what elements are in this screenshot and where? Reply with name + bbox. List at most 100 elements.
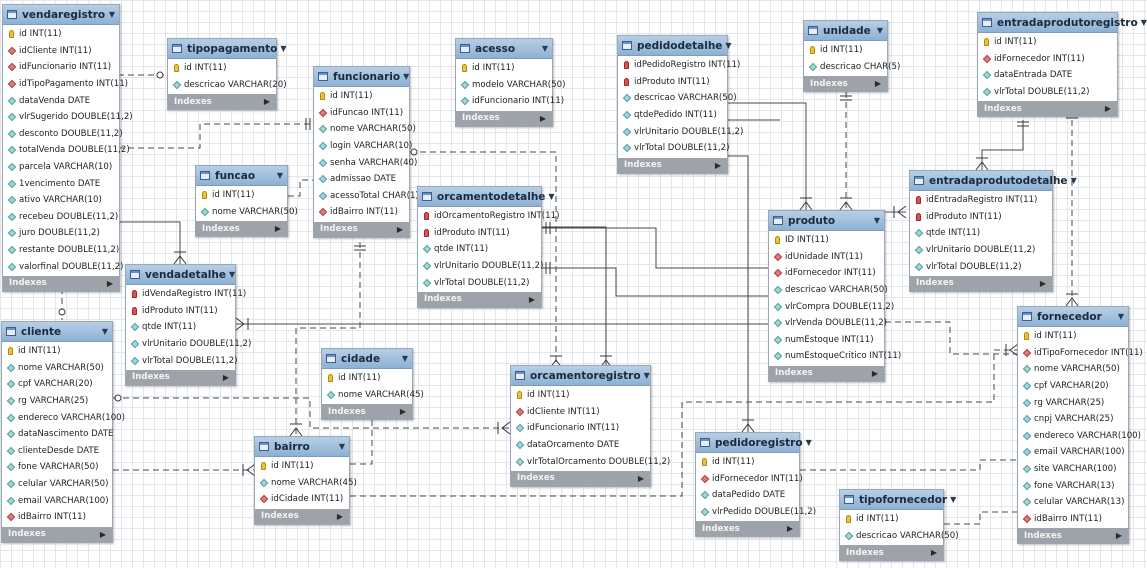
table-header[interactable]: tipofornecedor▼ [840,490,956,510]
column-row[interactable]: idProduto INT(11) [618,74,727,91]
column-row[interactable]: id INT(11) [840,511,943,528]
column-row[interactable]: rg VARCHAR(25) [2,393,112,410]
table-tipofornecedor[interactable]: tipofornecedor▼id INT(11)descricao VARCH… [839,489,959,562]
expand-arrow-icon[interactable]: ▶ [874,79,881,89]
table-fornecedor[interactable]: fornecedor▼id INT(11)idTipoFornecedor IN… [1017,306,1143,545]
table-header[interactable]: bairro▼ [255,437,349,457]
column-row[interactable]: idBairro INT(11) [2,509,112,526]
column-row[interactable]: idFuncionario INT(11) [511,420,650,437]
column-row[interactable]: id INT(11) [255,458,349,475]
column-row[interactable]: qtde INT(11) [418,241,541,258]
column-row[interactable]: celular VARCHAR(50) [2,476,112,493]
column-row[interactable]: id INT(11) [2,343,112,360]
collapse-caret-icon[interactable]: ▼ [876,26,883,35]
column-row[interactable]: cnpj VARCHAR(25) [1018,411,1128,428]
table-vendaregistro[interactable]: vendaregistro▼id INT(11)idCliente INT(11… [2,4,133,292]
column-row[interactable]: nome VARCHAR(50) [1018,361,1128,378]
indexes-bar[interactable]: Indexes▶ [696,521,799,537]
table-header[interactable]: vendaregistro▼ [3,5,119,25]
table-header[interactable]: unidade▼ [804,21,887,41]
column-row[interactable]: id INT(11) [3,26,119,43]
column-row[interactable]: vlrUnitario DOUBLE(11,2) [618,123,743,140]
column-row[interactable]: endereco VARCHAR(100) [1018,428,1141,445]
collapse-caret-icon[interactable]: ▼ [280,44,287,53]
table-header[interactable]: orcamentoregistro▼ [511,366,650,386]
column-row[interactable]: nome VARCHAR(50) [2,360,112,377]
collapse-caret-icon[interactable]: ▼ [228,270,236,279]
table-header[interactable]: fornecedor▼ [1018,307,1128,327]
column-row[interactable]: vlrUnitario DOUBLE(11,2) [418,258,543,275]
column-row[interactable]: vlrTotal DOUBLE(11,2) [910,258,1052,275]
column-row[interactable]: idProduto INT(11) [126,303,235,320]
expand-arrow-icon[interactable]: ▶ [396,224,403,234]
expand-arrow-icon[interactable]: ▶ [222,372,229,382]
column-row[interactable]: email VARCHAR(100) [2,492,112,509]
table-funcao[interactable]: funcao▼id INT(11)nome VARCHAR(50)Indexes… [195,165,298,238]
column-row[interactable]: descricao VARCHAR(50) [618,90,737,107]
table-pedidoregistro[interactable]: pedidoregistro▼id INT(11)idFornecedor IN… [695,432,816,538]
collapse-caret-icon[interactable]: ▼ [725,41,732,50]
collapse-caret-icon[interactable]: ▼ [643,371,650,380]
column-row[interactable]: idCidade INT(11) [255,491,349,508]
expand-arrow-icon[interactable]: ▶ [714,160,721,170]
expand-arrow-icon[interactable]: ▶ [528,294,535,304]
column-row[interactable]: vlrTotal DOUBLE(11,2) [418,274,541,291]
indexes-bar[interactable]: Indexes▶ [314,221,409,237]
column-row[interactable]: id INT(11) [511,387,650,404]
expand-arrow-icon[interactable]: ▶ [99,529,106,539]
column-row[interactable]: dataEntrada DATE [978,67,1117,84]
column-row[interactable]: restante DOUBLE(11,2) [3,242,119,259]
indexes-bar[interactable]: Indexes▶ [618,157,727,173]
table-header[interactable]: acesso▼ [456,39,552,59]
table-header[interactable]: pedidodetalhe▼ [618,36,732,56]
table-orcamentoregistro[interactable]: orcamentoregistro▼id INT(11)idCliente IN… [510,365,670,487]
column-row[interactable]: vlrCompra DOUBLE(11,2) [769,298,894,315]
column-row[interactable]: dataNascimento DATE [2,426,113,443]
column-row[interactable]: idBairro INT(11) [1018,511,1128,528]
column-row[interactable]: ativo VARCHAR(10) [3,192,119,209]
collapse-caret-icon[interactable]: ▼ [276,171,283,180]
collapse-caret-icon[interactable]: ▼ [1070,176,1077,185]
table-entradaprodutoregistro[interactable]: entradaprodutoregistro▼id INT(11)idForne… [977,12,1147,118]
table-tipopagamento[interactable]: tipopagamento▼id INT(11)descricao VARCHA… [167,38,287,111]
column-row[interactable]: idProduto INT(11) [910,209,1052,226]
column-row[interactable]: idOrcamentoRegistro INT(11) [418,208,559,225]
table-header[interactable]: orcamentodetalhe▼ [418,187,555,207]
column-row[interactable]: cpf VARCHAR(20) [2,376,112,393]
expand-arrow-icon[interactable]: ▶ [1104,104,1111,114]
table-header[interactable]: entradaprodutodetalhe▼ [910,171,1077,191]
indexes-bar[interactable]: Indexes▶ [978,101,1117,117]
column-row[interactable]: idFornecedor INT(11) [696,471,803,488]
column-row[interactable]: vlrSugerido DOUBLE(11,2) [3,109,133,126]
indexes-bar[interactable]: Indexes▶ [511,470,650,486]
column-row[interactable]: idVendaRegistro INT(11) [126,286,246,303]
column-row[interactable]: idFuncao INT(11) [314,105,409,122]
column-row[interactable]: ID INT(11) [769,232,884,249]
column-row[interactable]: id INT(11) [456,60,552,77]
collapse-caret-icon[interactable]: ▼ [1140,18,1147,27]
column-row[interactable]: idCliente INT(11) [3,43,119,60]
indexes-bar[interactable]: Indexes▶ [3,275,119,291]
table-orcamentodetalhe[interactable]: orcamentodetalhe▼idOrcamentoRegistro INT… [417,186,559,308]
table-cidade[interactable]: cidade▼id INT(11)nome VARCHAR(45)Indexes… [321,348,424,421]
column-row[interactable]: qtde INT(11) [910,225,1052,242]
column-row[interactable]: idUnidade INT(11) [769,249,884,266]
column-row[interactable]: celular VARCHAR(13) [1018,494,1128,511]
indexes-bar[interactable]: Indexes▶ [1018,528,1128,544]
collapse-caret-icon[interactable]: ▼ [805,438,812,447]
column-row[interactable]: descricao VARCHAR(50) [840,528,959,545]
column-row[interactable]: id INT(11) [696,454,799,471]
column-row[interactable]: descricao VARCHAR(50) [769,282,888,299]
column-row[interactable]: vlrUnitario DOUBLE(11,2) [126,336,251,353]
column-row[interactable]: id INT(11) [168,60,276,77]
table-header[interactable]: tipopagamento▼ [168,39,286,59]
column-row[interactable]: dataVenda DATE [3,92,119,109]
collapse-caret-icon[interactable]: ▼ [101,327,108,336]
column-row[interactable]: id INT(11) [1018,328,1128,345]
table-funcionario[interactable]: funcionario▼id INT(11)idFuncao INT(11)no… [313,66,419,238]
indexes-bar[interactable]: Indexes▶ [418,291,541,307]
column-row[interactable]: rg VARCHAR(25) [1018,394,1128,411]
column-row[interactable]: desconto DOUBLE(11,2) [3,126,123,143]
column-row[interactable]: dataOrcamento DATE [511,437,650,454]
column-row[interactable]: fone VARCHAR(13) [1018,477,1128,494]
